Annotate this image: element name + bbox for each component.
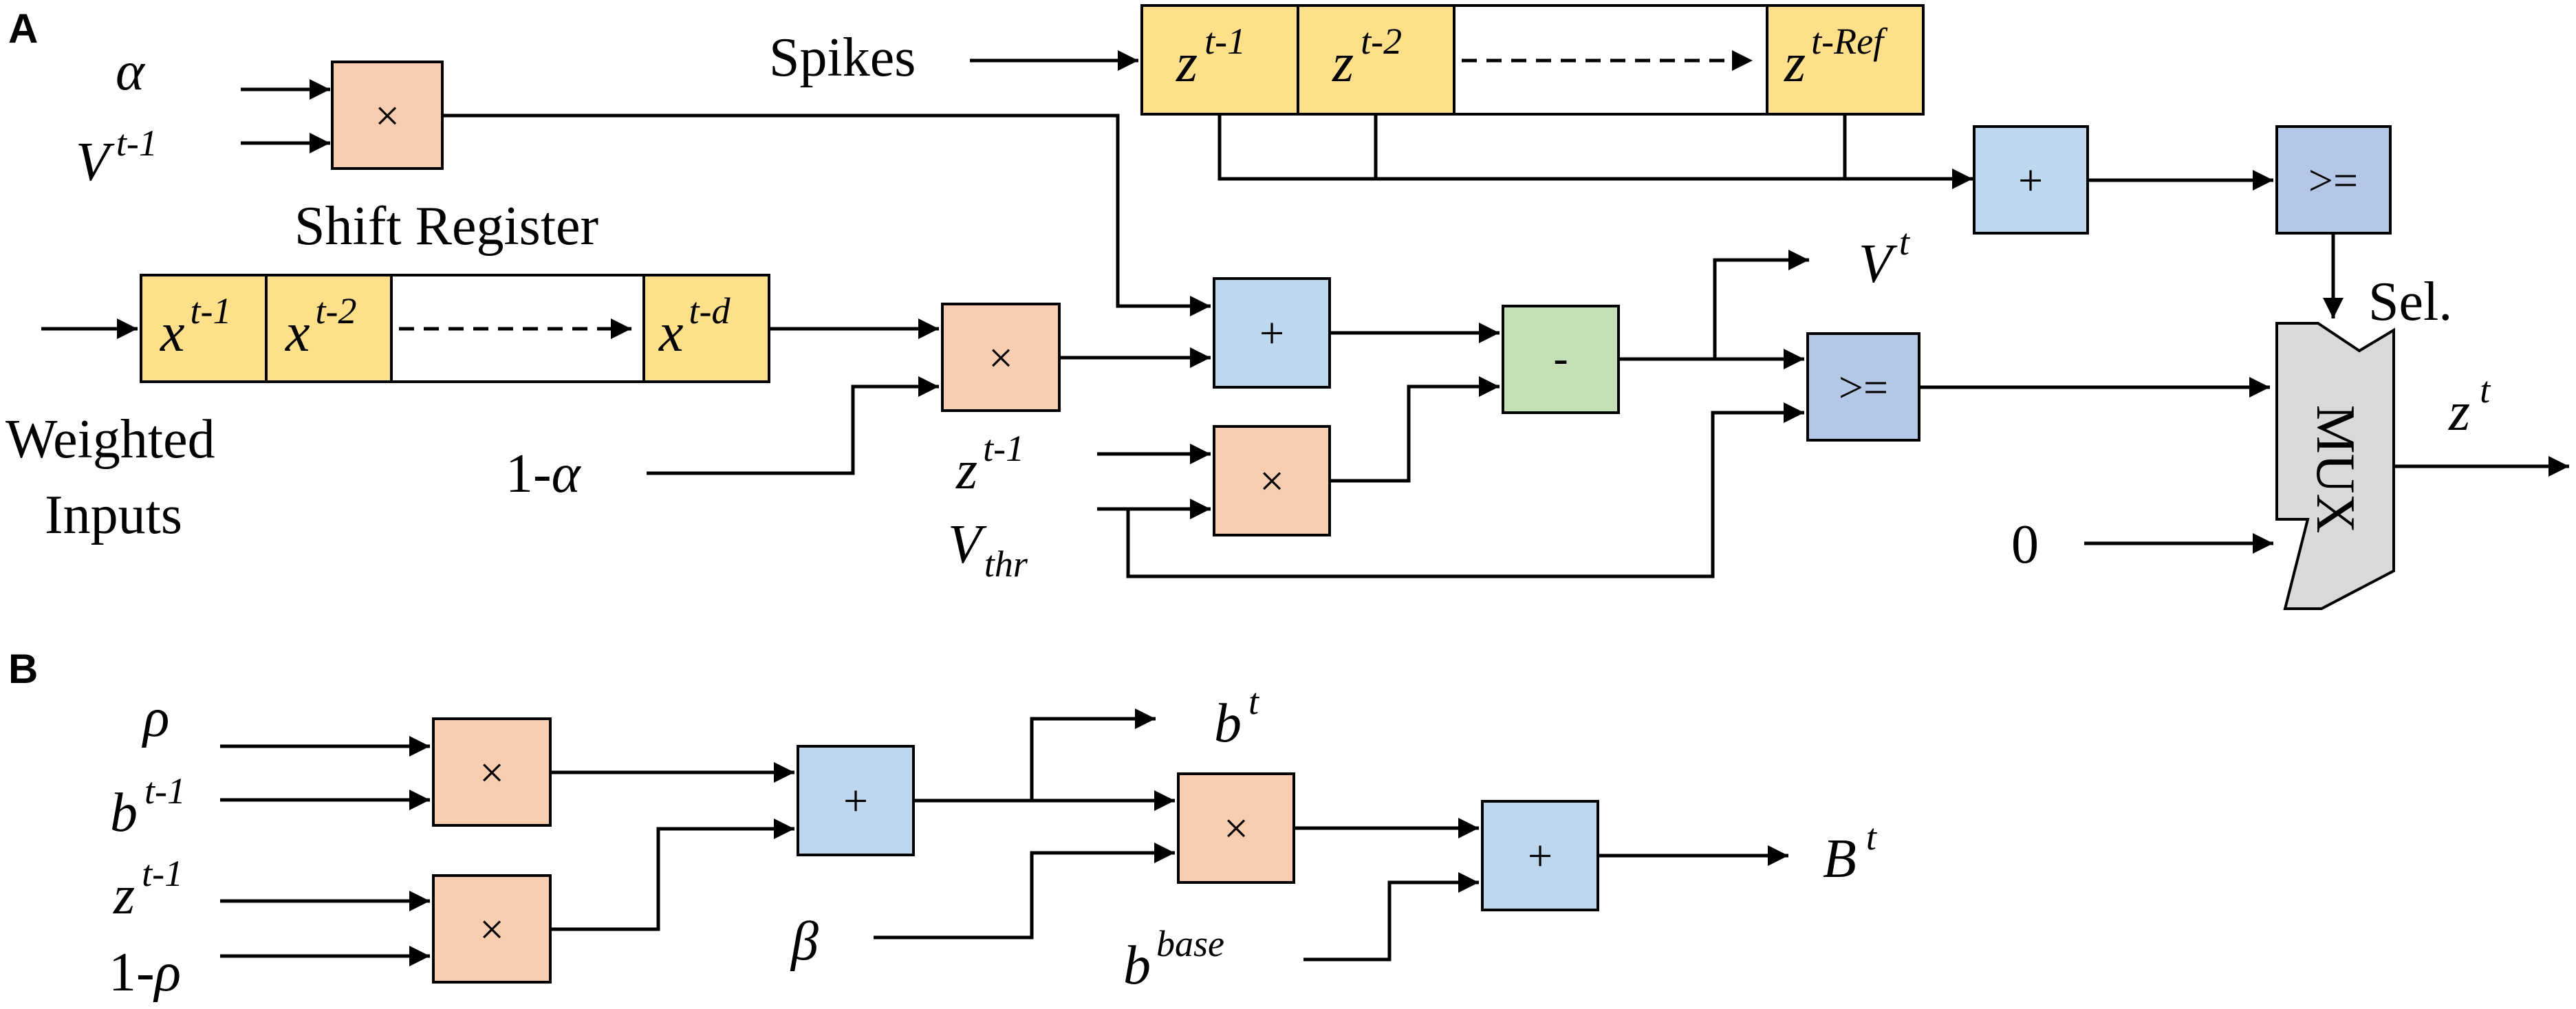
refractory-compare	[2275, 125, 2392, 235]
final-adder	[1481, 800, 1599, 911]
decay-multiplier-symbol: ×	[479, 748, 504, 797]
inputs-label: Inputs	[45, 485, 182, 545]
wire-one-minus-alpha-to-mul2	[647, 376, 939, 475]
zero-input-label: 0	[2011, 514, 2039, 575]
one-minus-alpha-label: 1-α	[506, 444, 582, 504]
weighted-label: Weighted	[6, 409, 215, 470]
shift-register-title: Shift Register	[294, 196, 598, 257]
mux-label: MUX	[2305, 405, 2366, 534]
mul-2-symbol: ×	[988, 334, 1013, 382]
wire-mul5-to-adder-b	[550, 818, 794, 931]
threshold-compare-symbol: >=	[1839, 363, 1888, 412]
wire-bt-output	[1030, 708, 1156, 801]
x-register-cell-1	[140, 274, 268, 383]
panel-a-label: A	[8, 6, 38, 52]
threshold-compare	[1806, 332, 1920, 442]
wire-vthr-to-compare	[1126, 402, 1804, 578]
one-minus-rho-label: 1-ρ	[109, 942, 181, 1003]
spike-multiplier	[432, 874, 552, 984]
reset-multiplier	[1213, 425, 1331, 536]
threshold-adder	[797, 745, 915, 856]
select-label: Sel.	[2368, 272, 2452, 332]
beta-label: β	[790, 911, 819, 972]
wire-mul1-to-adder	[442, 113, 1211, 316]
subtractor-symbol: -	[1553, 334, 1568, 382]
x-register-cell-d	[642, 274, 770, 383]
final-adder-symbol: +	[1528, 832, 1552, 880]
mul-1-symbol: ×	[375, 91, 400, 140]
membrane-adder-symbol: +	[1259, 309, 1284, 358]
refractory-compare-symbol: >=	[2308, 156, 2358, 205]
wire-z-taps-to-adder	[1217, 114, 1973, 189]
beta-multiplier-symbol: ×	[1224, 804, 1248, 853]
decay-multiplier	[432, 717, 552, 827]
reset-multiplier-symbol: ×	[1259, 457, 1284, 506]
output-mux	[2275, 322, 2395, 610]
wire-beta-to-mul6	[874, 843, 1175, 940]
spikes-label: Spikes	[769, 28, 916, 88]
threshold-adder-symbol: +	[843, 777, 868, 825]
spike-sum-adder	[1973, 125, 2089, 235]
wire-vt-output	[1713, 250, 1809, 359]
panel-b-label: B	[8, 646, 38, 692]
rho-label: ρ	[141, 688, 169, 748]
vthr-input-label: Vthr	[948, 514, 1028, 585]
wire-reset-to-sub	[1330, 376, 1500, 483]
beta-multiplier	[1177, 772, 1295, 884]
z-register-cell-1	[1140, 4, 1299, 116]
alpha-label: α	[116, 41, 146, 102]
subtractor	[1502, 305, 1620, 414]
spike-sum-adder-symbol: +	[2018, 156, 2043, 205]
mul-block-2	[941, 303, 1061, 412]
wire-bbase-to-adder	[1303, 872, 1479, 962]
spike-multiplier-symbol: ×	[479, 905, 504, 954]
